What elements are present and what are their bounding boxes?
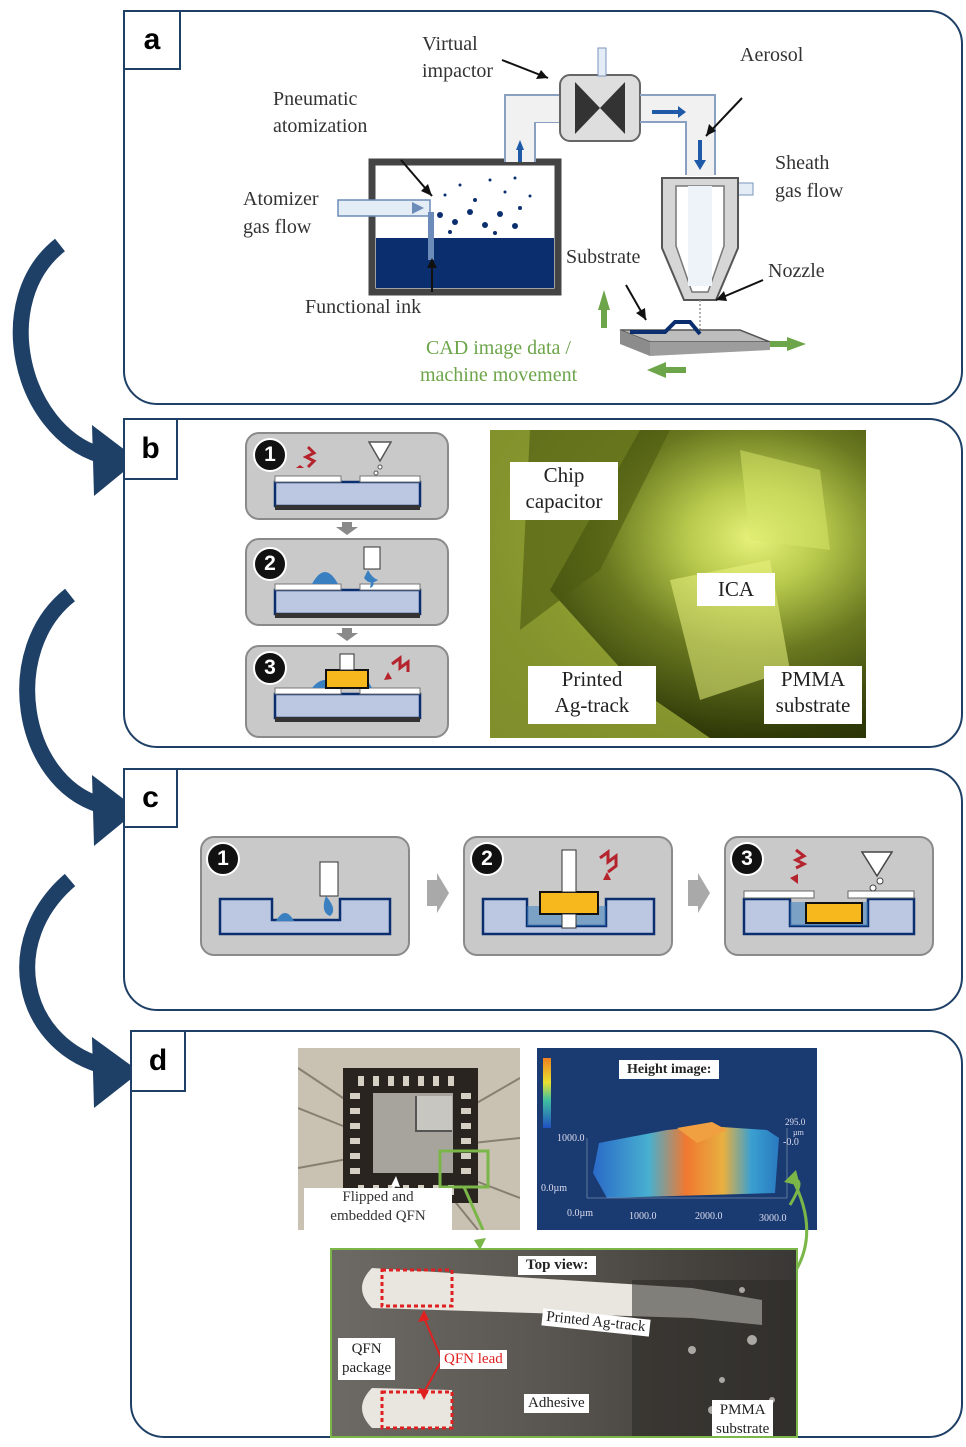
label-functional-ink: Functional ink	[305, 296, 422, 318]
label-qfn-package: QFN package	[338, 1338, 396, 1380]
arrow-c-to-d	[19, 873, 103, 1073]
c-step-1-number: 1	[206, 842, 240, 876]
label-pmma-b: PMMA	[780, 667, 846, 691]
label-cad-line2: machine movement	[420, 364, 578, 386]
arrow-b-to-c	[19, 588, 103, 813]
label-sheath-gas-flow: gas flow	[775, 180, 844, 202]
label-impactor: impactor	[421, 60, 494, 82]
label-atomization: atomization	[273, 115, 368, 137]
label-pmma-substrate-b: PMMA substrate	[764, 666, 862, 724]
label-flipped-embedded-qfn: Flipped and embedded QFN	[304, 1188, 452, 1230]
height-tick-x-0: 0.0µm	[567, 1208, 594, 1219]
panel-b-tag: b	[123, 418, 178, 480]
label-qfn-lead: QFN lead	[440, 1350, 507, 1369]
label-capacitor: capacitor	[525, 489, 603, 513]
label-package: package	[342, 1360, 392, 1376]
panel-c-tag: c	[123, 768, 178, 828]
label-chip-capacitor: Chip capacitor	[510, 462, 618, 520]
height-image-title: Height image:	[619, 1060, 720, 1079]
top-view-photo: Top view: Printed Ag-track QFN package Q…	[330, 1248, 798, 1438]
arrow-a-to-b-head	[92, 425, 138, 496]
label-embedded-qfn: embedded QFN	[330, 1208, 426, 1224]
height-tick-x-2000: 2000.0	[695, 1211, 723, 1222]
label-chip: Chip	[543, 463, 585, 487]
c-step-1	[200, 836, 410, 956]
b-step-2-number: 2	[253, 547, 287, 581]
label-pmma-d: PMMA	[719, 1402, 766, 1418]
label-adhesive: Adhesive	[524, 1394, 589, 1413]
label-flipped: Flipped and	[342, 1189, 414, 1205]
top-view-title: Top view:	[518, 1256, 597, 1275]
label-gas-flow: gas flow	[243, 216, 312, 238]
label-printed: Printed	[561, 667, 623, 691]
label-printed-ag-track: Printed Ag-track	[528, 666, 656, 724]
height-z-zero: -0.0	[783, 1137, 799, 1148]
arrow-b-to-c-head	[92, 775, 138, 846]
c-step-3-number: 3	[730, 842, 764, 876]
movement-arrows	[598, 290, 806, 378]
arrow-c-to-d-head	[92, 1037, 140, 1108]
b-step-1-number: 1	[253, 438, 287, 472]
label-substrate-b: substrate	[775, 693, 851, 717]
arrow-a-to-b	[12, 238, 103, 463]
b-process-sketches	[273, 441, 422, 722]
label-qfn: QFN	[351, 1341, 382, 1357]
height-z-unit: µm	[793, 1128, 804, 1137]
label-aerosol: Aerosol	[740, 44, 804, 66]
label-sheath: Sheath	[775, 152, 830, 174]
functional-ink-liquid	[376, 238, 554, 288]
label-ag-track: Ag-track	[554, 693, 630, 717]
label-nozzle: Nozzle	[768, 260, 825, 282]
height-tick-x-3000: 3000.0	[759, 1213, 787, 1224]
label-cad-line1: CAD image data /	[426, 337, 571, 359]
label-atomizer: Atomizer	[243, 188, 319, 210]
height-z-top: 295.0	[785, 1117, 806, 1127]
label-virtual: Virtual	[422, 33, 478, 55]
label-pmma-substrate-d: PMMA substrate	[712, 1400, 774, 1437]
label-ica: ICA	[697, 573, 775, 606]
aerosol-jet-schematic	[337, 47, 806, 378]
height-image: Height image: 1000.0 0.0µm 0.0µm 1000.0 …	[537, 1048, 817, 1230]
height-tick-x-1000: 1000.0	[629, 1211, 657, 1222]
height-tick-y-1000: 1000.0	[557, 1133, 585, 1144]
panel-a-tag: a	[123, 10, 181, 70]
label-substrate: Substrate	[566, 246, 641, 268]
c-step-2-number: 2	[470, 842, 504, 876]
height-tick-y-0: 0.0µm	[541, 1183, 568, 1194]
panel-d-tag: d	[130, 1030, 186, 1092]
label-substrate-d: substrate	[716, 1421, 770, 1437]
c-process-sketches	[218, 848, 916, 936]
label-pneumatic: Pneumatic	[273, 88, 358, 110]
b-step-3-number: 3	[253, 651, 287, 685]
